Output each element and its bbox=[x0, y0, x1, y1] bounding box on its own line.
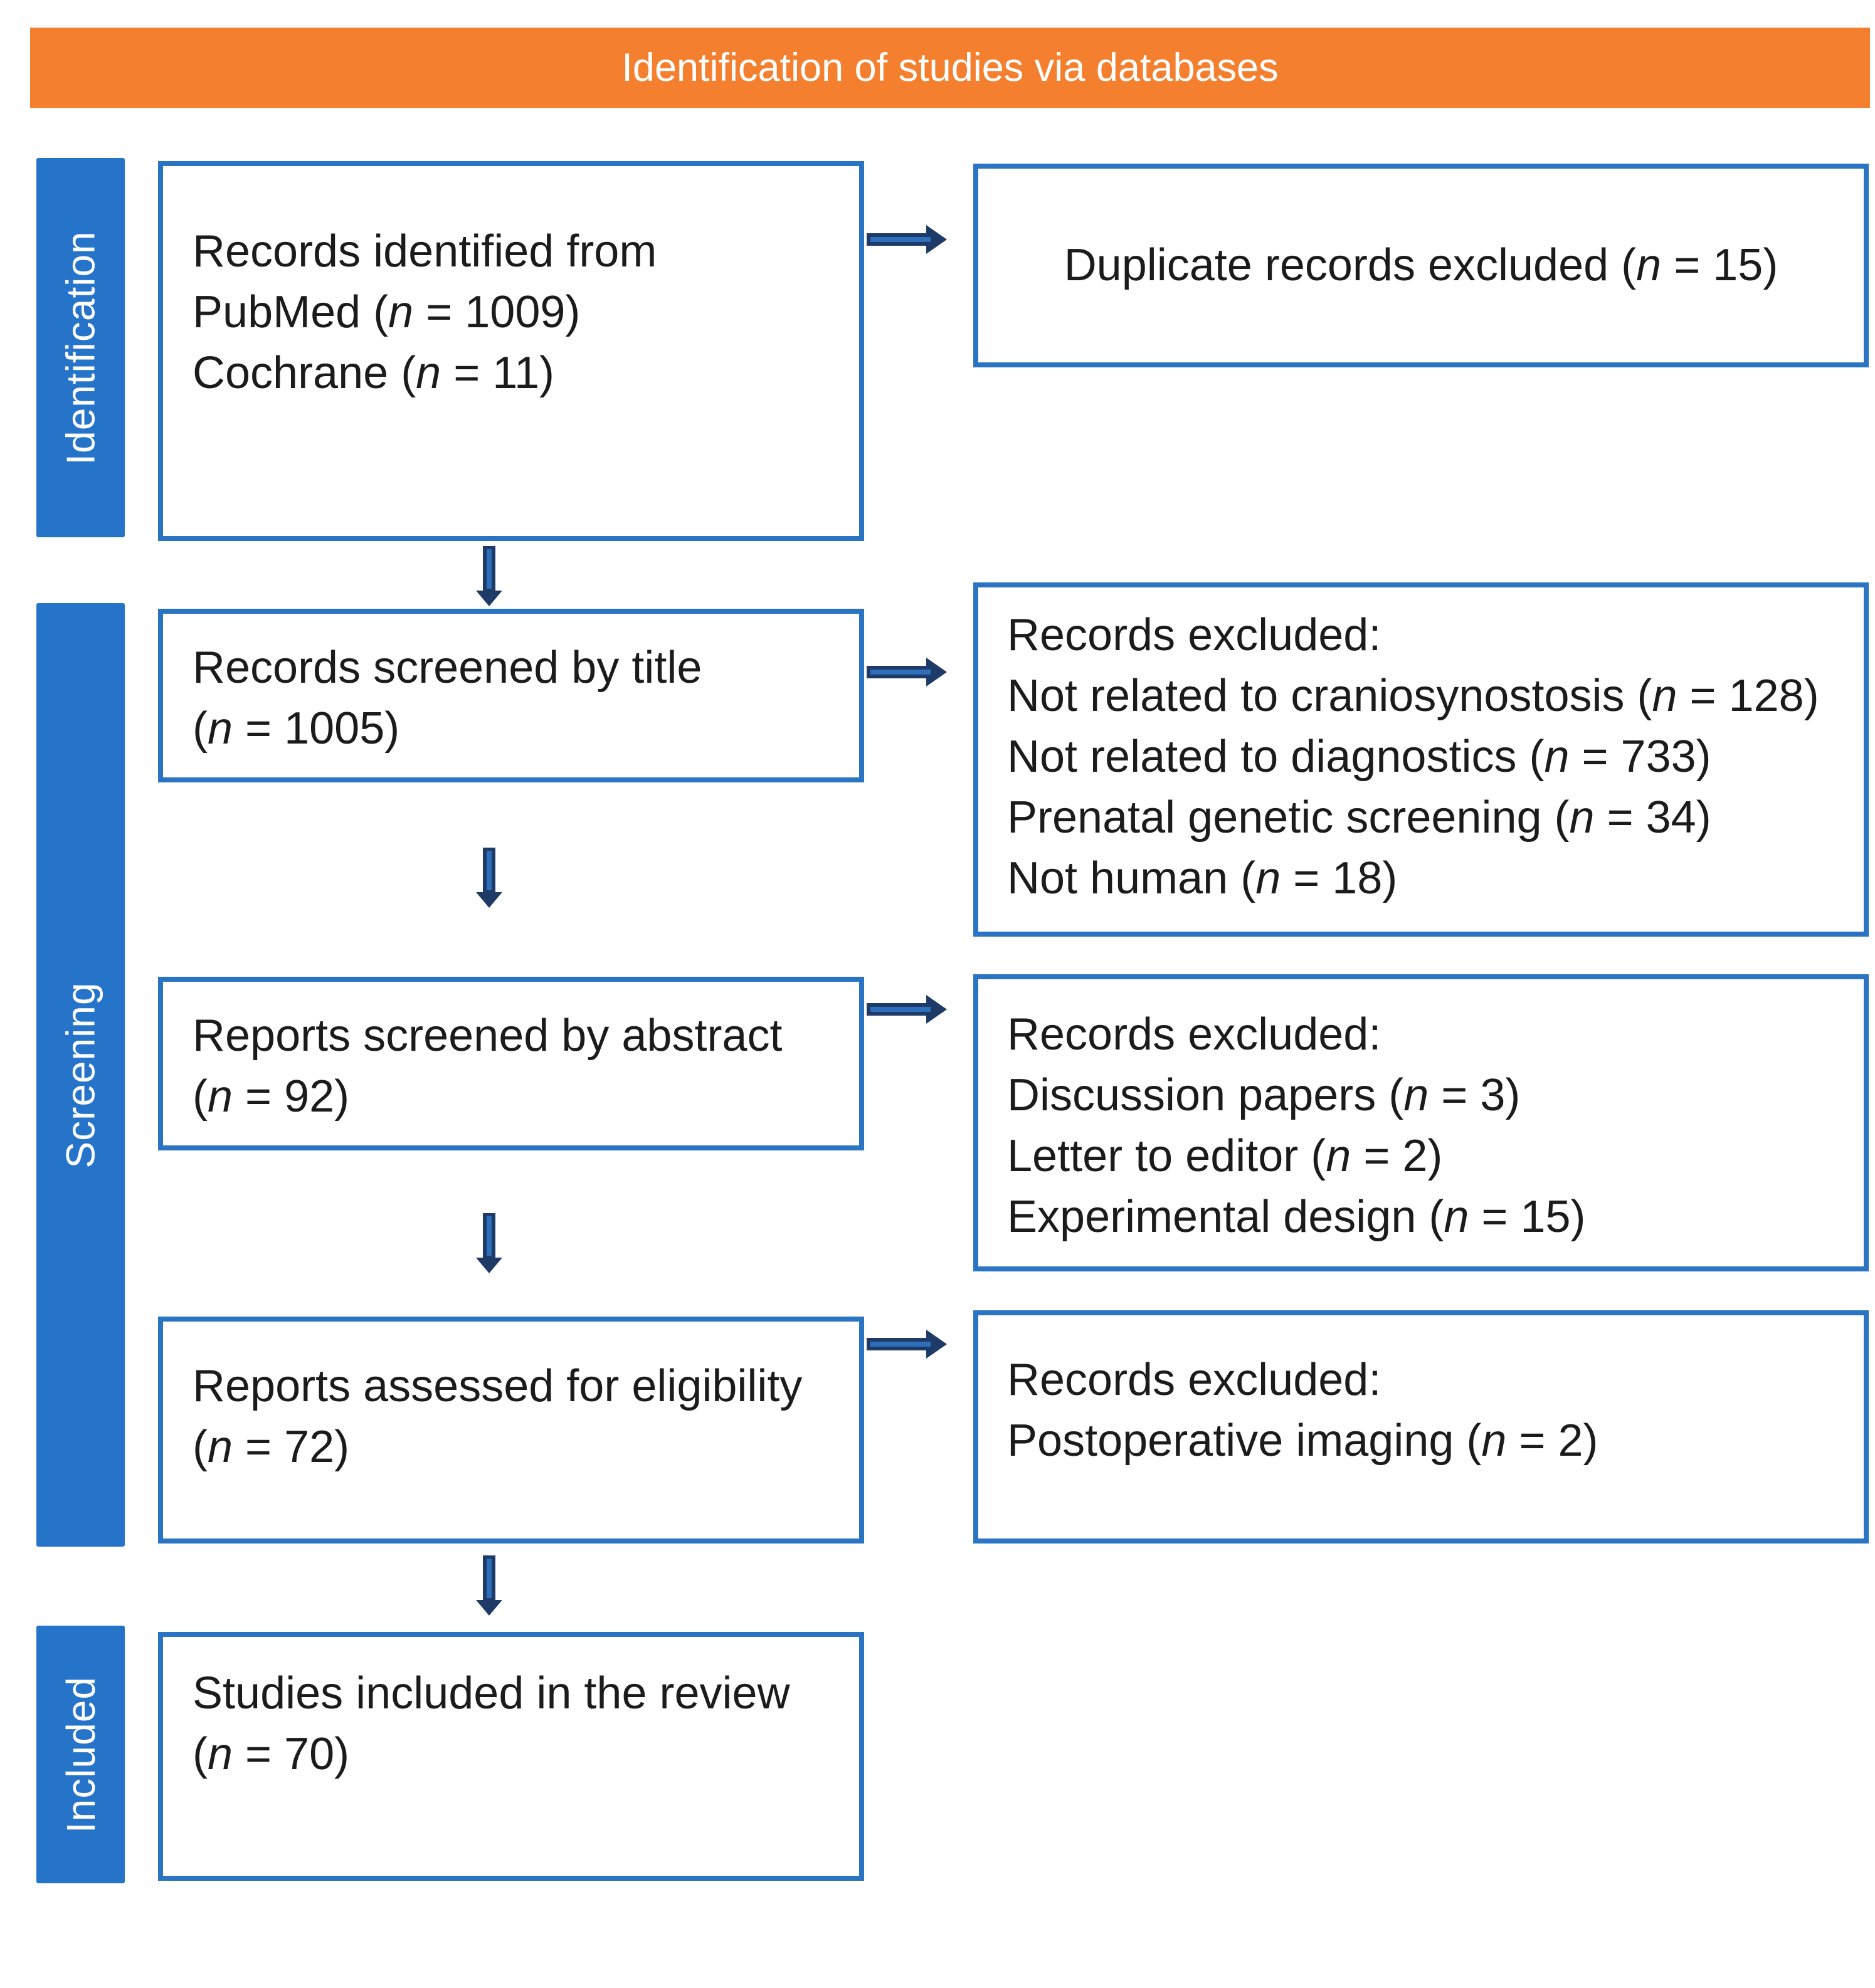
arrow-right-icon bbox=[867, 995, 947, 1024]
excluded-after-abstract-box: Records excluded: Discussion papers (n =… bbox=[973, 974, 1869, 1271]
records-identified-box: Records identified from PubMed (n = 1009… bbox=[158, 161, 864, 541]
duplicates-excluded-box: Duplicate records excluded (n = 15) bbox=[973, 164, 1869, 367]
box-line: Duplicate records excluded (n = 15) bbox=[1064, 240, 1778, 290]
stage-screening: Screening bbox=[36, 603, 125, 1547]
excluded-after-title-box: Records excluded: Not related to cranios… bbox=[973, 582, 1869, 937]
box-line: Letter to editor (n = 2) bbox=[1007, 1131, 1443, 1181]
arrow-down-icon bbox=[476, 1555, 502, 1616]
box-line: PubMed (n = 1009) bbox=[193, 287, 581, 337]
box-line: Not related to diagnostics (n = 733) bbox=[1007, 732, 1711, 782]
box-line: Not human (n = 18) bbox=[1007, 853, 1398, 903]
box-line: Discussion papers (n = 3) bbox=[1007, 1070, 1521, 1120]
excluded-after-eligibility-box: Records excluded: Postoperative imaging … bbox=[973, 1310, 1869, 1544]
arrow-right-icon bbox=[867, 225, 947, 254]
stage-identification-label: Identification bbox=[58, 230, 103, 465]
box-line: Records excluded: bbox=[1007, 1355, 1381, 1405]
box-line: (n = 1005) bbox=[193, 703, 400, 754]
box-line: Records excluded: bbox=[1007, 1009, 1381, 1060]
screened-by-abstract-box: Reports screened by abstract (n = 92) bbox=[158, 977, 864, 1150]
arrow-down-icon bbox=[476, 546, 502, 606]
box-line: Not related to craniosynostosis (n = 128… bbox=[1007, 671, 1819, 721]
arrow-down-icon bbox=[476, 1213, 502, 1273]
assessed-eligibility-box: Reports assessed for eligibility (n = 72… bbox=[158, 1317, 864, 1544]
screened-by-title-box: Records screened by title (n = 1005) bbox=[158, 609, 864, 782]
stage-screening-label: Screening bbox=[58, 981, 103, 1169]
banner-title: Identification of studies via databases bbox=[621, 46, 1279, 90]
box-line: Records identified from bbox=[193, 226, 657, 276]
box-line: Reports screened by abstract bbox=[193, 1011, 783, 1061]
box-line: (n = 92) bbox=[193, 1071, 350, 1122]
stage-included: Included bbox=[36, 1626, 125, 1883]
banner: Identification of studies via databases bbox=[30, 28, 1870, 108]
arrow-down-icon bbox=[476, 848, 502, 908]
box-line: (n = 72) bbox=[193, 1422, 350, 1472]
box-line: Postoperative imaging (n = 2) bbox=[1007, 1416, 1598, 1466]
box-line: (n = 70) bbox=[193, 1729, 350, 1779]
box-line: Prenatal genetic screening (n = 34) bbox=[1007, 792, 1711, 843]
box-line: Reports assessed for eligibility bbox=[193, 1361, 803, 1411]
stage-identification: Identification bbox=[36, 158, 125, 537]
arrow-right-icon bbox=[867, 1330, 947, 1359]
box-line: Experimental design (n = 15) bbox=[1007, 1192, 1586, 1242]
box-line: Records excluded: bbox=[1007, 610, 1381, 660]
box-line: Cochrane (n = 11) bbox=[193, 348, 554, 398]
box-line: Studies included in the review bbox=[193, 1668, 790, 1718]
included-review-box: Studies included in the review (n = 70) bbox=[158, 1632, 864, 1881]
box-line: Records screened by title bbox=[193, 643, 702, 693]
stage-included-label: Included bbox=[58, 1676, 103, 1833]
arrow-right-icon bbox=[867, 658, 947, 686]
